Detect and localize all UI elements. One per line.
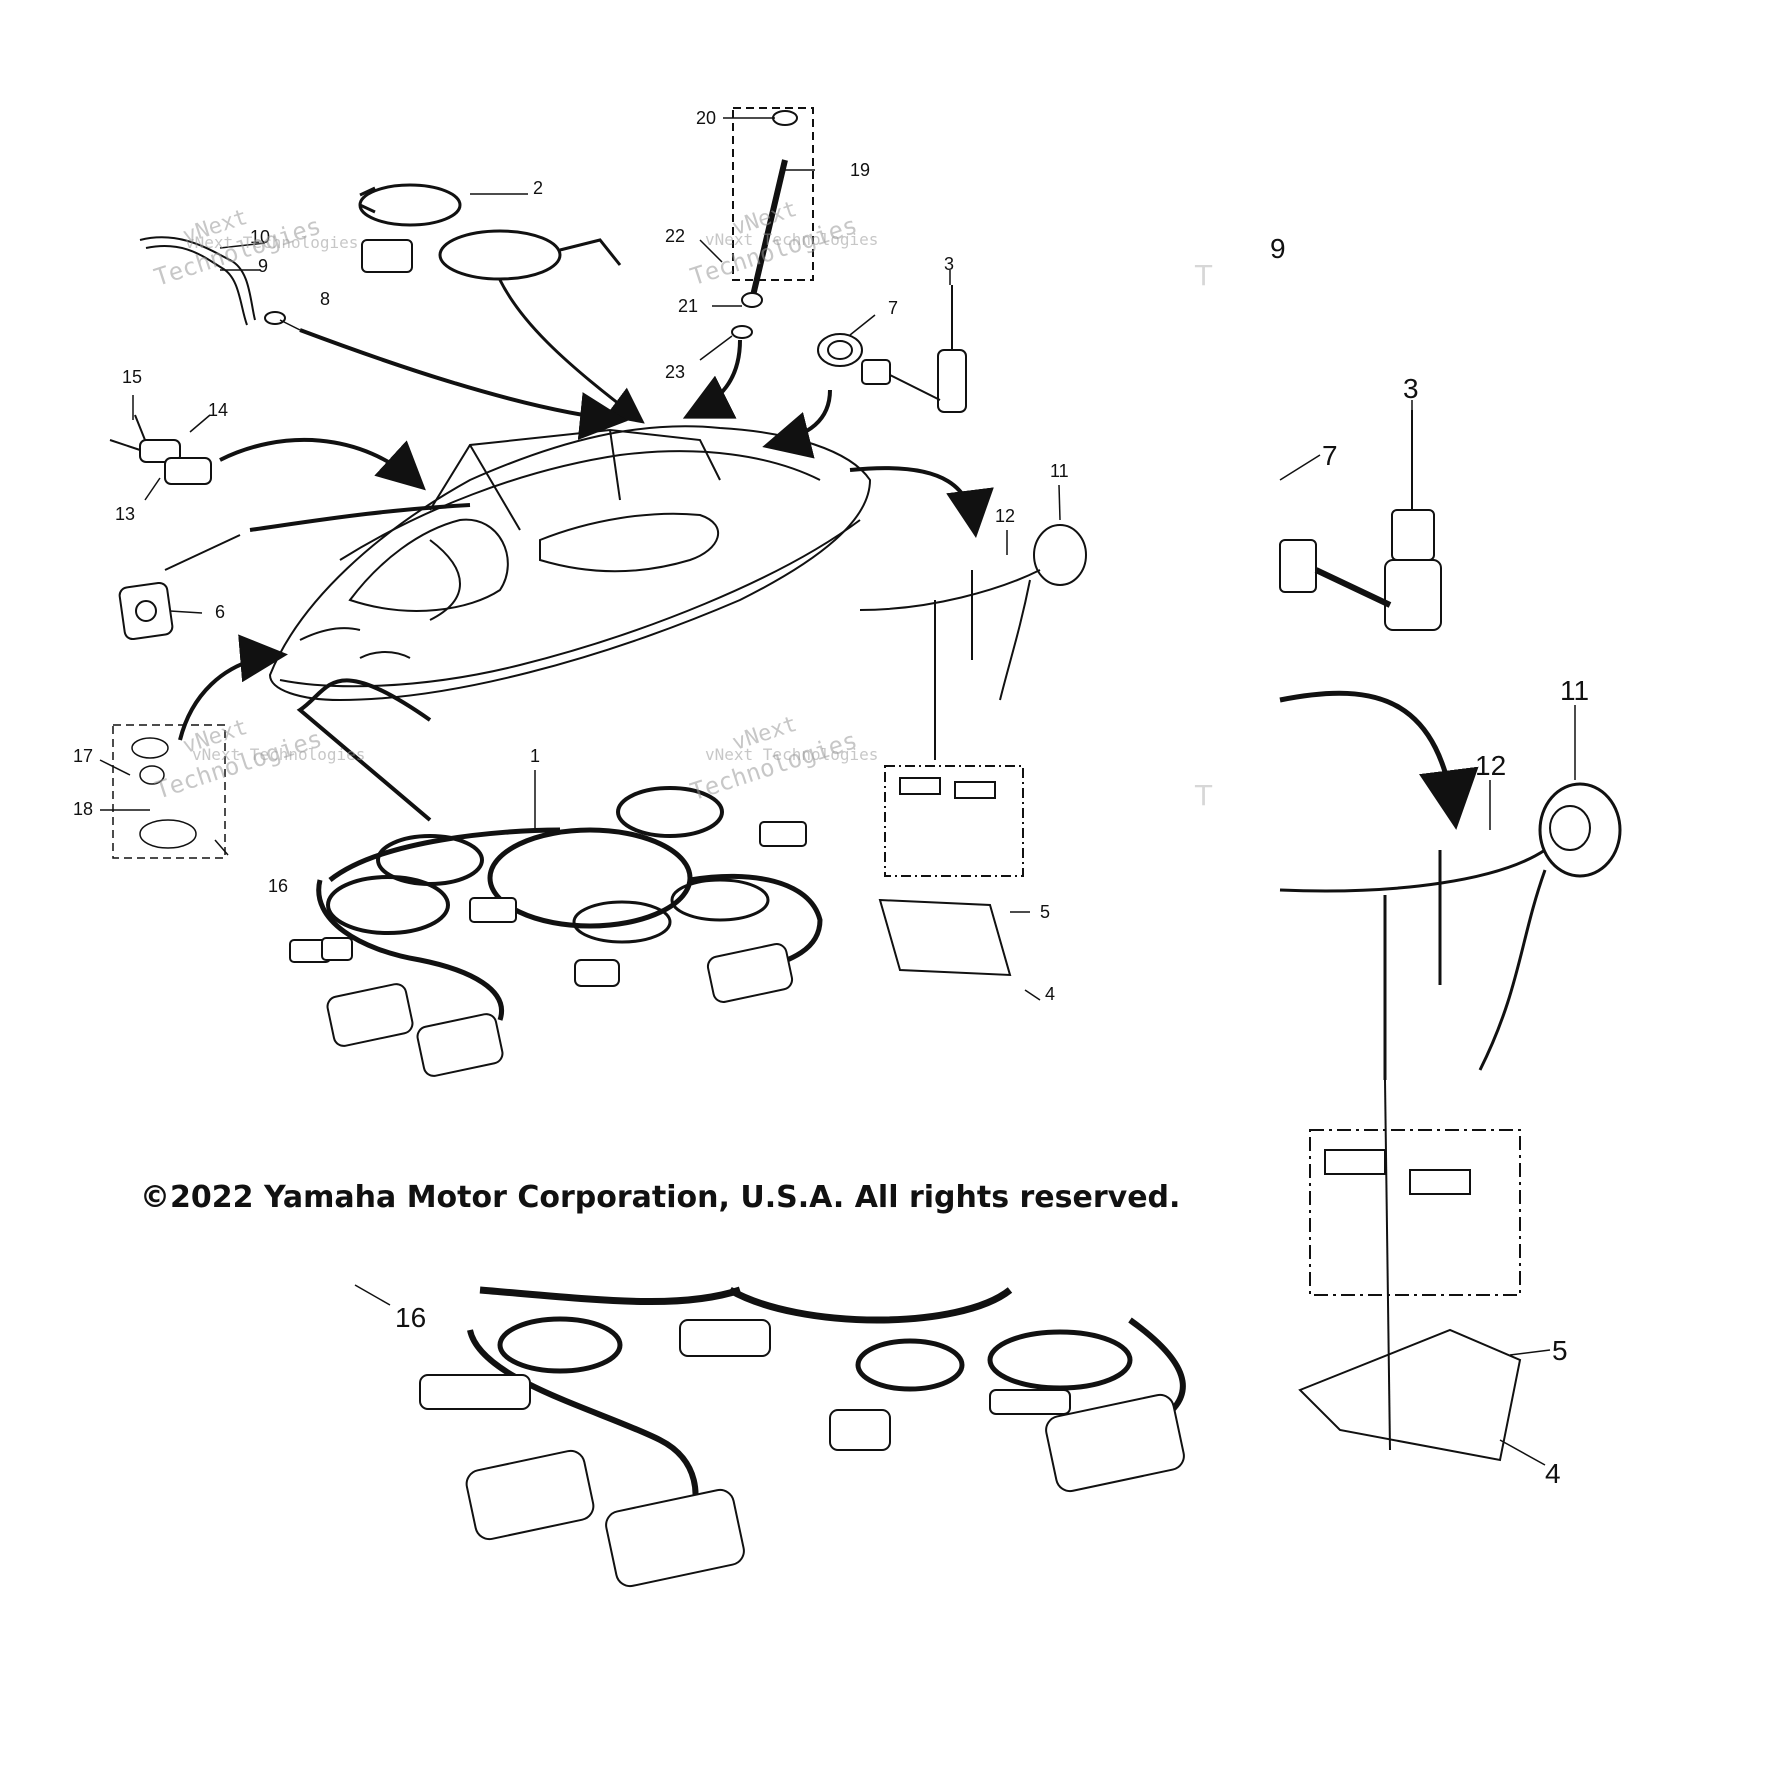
zoom-callout-9: 9 (1270, 233, 1286, 264)
plate-6 (118, 534, 241, 641)
callout-9: 9 (258, 256, 268, 276)
watermark-fragment-1: T (1194, 259, 1213, 292)
copyright-notice: ©2022 Yamaha Motor Corporation, U.S.A. A… (140, 1180, 1181, 1215)
zoom-callout-16: 16 (395, 1302, 426, 1333)
watermark-fragment-2: T (1194, 779, 1213, 812)
callout-17: 17 (73, 746, 93, 766)
callout-1: 1 (530, 746, 540, 766)
callout-labels: 1 2 3 4 5 6 7 8 9 10 11 12 13 14 15 16 1… (73, 108, 1069, 1004)
sub-harness-2 (358, 183, 645, 424)
zoom-battery-assembly (1279, 690, 1622, 1462)
callout-12: 12 (995, 506, 1015, 526)
zoom-callout-5: 5 (1552, 1335, 1568, 1366)
zoom-callout-labels: 3 7 11 12 5 4 16 9 (395, 233, 1589, 1489)
callout-10: 10 (250, 227, 270, 247)
callout-19: 19 (850, 160, 870, 180)
watermark-4-full: vNext Technologies (705, 745, 878, 764)
callout-2: 2 (533, 178, 543, 198)
watermark-2-full: vNext Technologies (705, 230, 878, 249)
callout-22: 22 (665, 226, 685, 246)
callout-6: 6 (215, 602, 225, 622)
callout-18: 18 (73, 799, 93, 819)
zoom-callout-11: 11 (1560, 675, 1589, 706)
callout-4: 4 (1045, 984, 1055, 1004)
callout-16: 16 (268, 876, 288, 896)
tube-assembly (139, 236, 628, 440)
callout-21: 21 (678, 296, 698, 316)
boat-hull-drawing (268, 425, 872, 702)
zoom-callout-4: 4 (1545, 1458, 1561, 1489)
callout-20: 20 (696, 108, 716, 128)
callout-14: 14 (208, 400, 228, 420)
leader-lines (99, 117, 1576, 1466)
main-wire-harness (296, 678, 823, 1021)
battery-assembly (849, 466, 1087, 977)
callout-15: 15 (122, 367, 142, 387)
callout-3: 3 (944, 254, 954, 274)
callout-5: 5 (1040, 902, 1050, 922)
mount-plate-parts (109, 414, 471, 532)
part-16-box (112, 634, 288, 859)
antenna-assembly (682, 107, 814, 419)
sensor-assembly (762, 285, 967, 459)
callout-7: 7 (888, 298, 898, 318)
zoom-harness (419, 1286, 1186, 1588)
zoom-callout-7: 7 (1322, 440, 1338, 471)
watermark-3-full: vNext Technologies (192, 745, 365, 764)
zoom-callout-3: 3 (1403, 373, 1419, 404)
zoom-callout-12: 12 (1475, 750, 1506, 781)
callout-13: 13 (115, 504, 135, 524)
watermark-1-full: vNext Technologies (185, 233, 358, 252)
callout-8: 8 (320, 289, 330, 309)
zoom-sensor (1279, 410, 1442, 631)
harness-connectors (289, 821, 807, 1077)
callout-11: 11 (1050, 461, 1069, 481)
callout-23: 23 (665, 362, 685, 382)
